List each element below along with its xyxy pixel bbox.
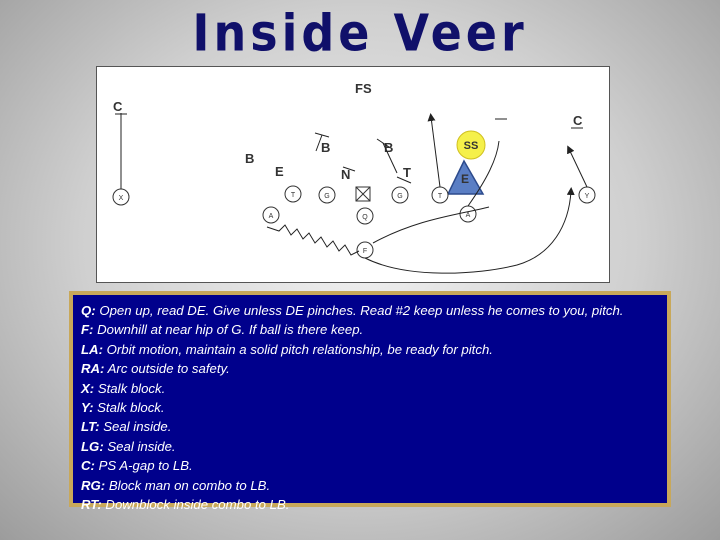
defensive-end-label: E <box>461 172 469 186</box>
tackle-label: T <box>403 165 411 180</box>
left-corner-label: C <box>113 99 123 114</box>
left-a-back-label: A <box>269 213 274 220</box>
left-tackle-label: T <box>291 192 296 199</box>
right-a-arc-route <box>467 140 500 207</box>
backer-2-stem <box>382 142 398 174</box>
strong-safety-label: SS <box>464 140 479 152</box>
fullback-label: F <box>363 248 367 255</box>
note-q: Q: Open up, read DE. Give unless DE pinc… <box>81 303 624 318</box>
note-rg: RG: Block man on combo to LB. <box>81 477 271 493</box>
note-lg: LG: Seal inside. <box>81 438 176 454</box>
left-backer-label: B <box>245 151 254 166</box>
left-end-label: E <box>275 164 284 179</box>
note-y: Y: Stalk block. <box>81 400 165 416</box>
note-la: LA: Orbit motion, maintain a solid pitch… <box>81 341 493 357</box>
left-a-back <box>262 206 280 224</box>
note-lt: LT: Seal inside. <box>81 419 172 435</box>
center-x-b <box>355 186 371 202</box>
note-ra: RA: Arc outside to safety. <box>81 361 230 377</box>
note-c: C: PS A-gap to LB. <box>81 458 193 474</box>
fullback-dive-path <box>372 206 490 244</box>
free-safety-label: FS <box>355 81 372 96</box>
right-tackle-label: T <box>438 193 443 200</box>
note-rt: RT: Downblock inside combo to LB. <box>81 497 290 513</box>
left-tackle <box>284 185 302 203</box>
tackle-tee <box>396 176 412 184</box>
right-tackle-route <box>427 113 441 188</box>
pitch-path <box>364 187 575 274</box>
play-diagram-svg: FS C C B B B E N T SS E X T G <box>112 81 596 274</box>
note-x: X: Stalk block. <box>81 380 166 396</box>
quarterback <box>356 207 374 225</box>
right-corner-label: C <box>573 113 583 128</box>
backer-2-label: B <box>384 140 393 155</box>
left-guard-label: G <box>324 193 329 200</box>
left-guard <box>318 186 336 204</box>
assignment-notes: Q: Open up, read DE. Give unless DE pinc… <box>69 291 671 512</box>
right-a-back-label: A <box>466 212 471 219</box>
quarterback-label: Q <box>362 214 368 221</box>
backer-1-label: B <box>321 140 330 155</box>
note-f: F: Downhill at near hip of G. If ball is… <box>81 322 364 338</box>
x-receiver-label: X <box>119 195 124 202</box>
y-stalk-route <box>567 145 588 188</box>
nose-tee <box>342 166 356 172</box>
right-guard <box>391 186 409 204</box>
nose-label: N <box>341 167 350 182</box>
y-receiver-label: Y <box>585 193 590 200</box>
defensive-end-triangle <box>446 159 485 195</box>
strong-safety-circle <box>456 130 486 160</box>
page-title: Inside Veer <box>192 3 528 63</box>
right-guard-label: G <box>397 193 402 200</box>
orbit-motion-line <box>266 224 360 256</box>
play-diagram: FS C C B B B E N T SS E X T G <box>96 66 610 283</box>
backer-1-stem <box>315 134 323 152</box>
